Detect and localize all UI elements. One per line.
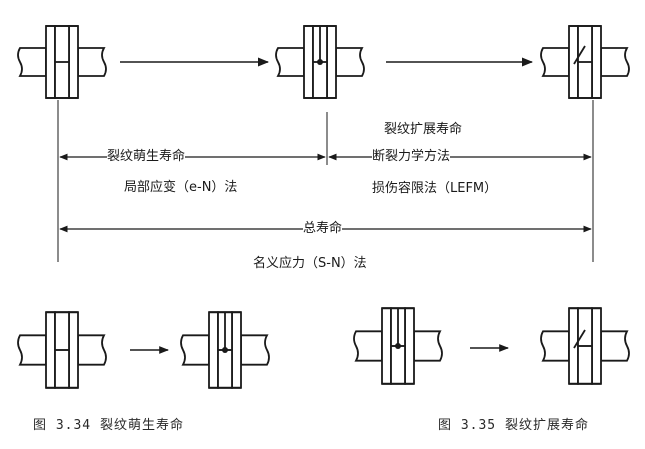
propagation-method-1-label: 断裂力学方法 xyxy=(372,149,451,165)
initiation-method-label: 局部应变（e-N）法 xyxy=(124,180,238,196)
fig334-joint-cracked xyxy=(180,311,270,389)
fig335-joint-propagated xyxy=(540,307,630,385)
figure-3-35-caption: 图 3.35 裂纹扩展寿命 xyxy=(438,418,589,433)
initiation-life-label: 裂纹萌生寿命 xyxy=(107,149,186,165)
propagation-method-2-label: 损伤容限法（LEFM） xyxy=(372,181,498,197)
joint-crack-initiated xyxy=(275,25,365,99)
fig334-joint-initial xyxy=(17,311,107,389)
fig335-joint-initial xyxy=(353,307,443,385)
propagation-life-label: 裂纹扩展寿命 xyxy=(384,122,463,138)
total-method-label: 名义应力（S-N）法 xyxy=(253,256,367,272)
figure-3-34-caption: 图 3.34 裂纹萌生寿命 xyxy=(33,418,184,433)
total-life-label: 总寿命 xyxy=(303,221,343,237)
joint-initial xyxy=(17,25,107,99)
joint-crack-propagated xyxy=(540,25,630,99)
